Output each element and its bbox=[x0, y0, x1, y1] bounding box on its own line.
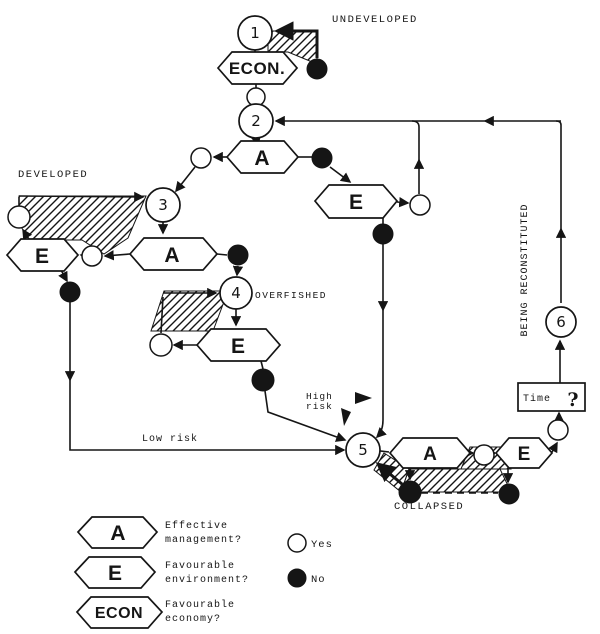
overfished-label: OVERFISHED bbox=[255, 290, 327, 301]
state-node-3 bbox=[145, 187, 181, 223]
legend-econ-text-line2: economy? bbox=[165, 614, 221, 625]
no-dot-e-developed bbox=[59, 281, 81, 303]
being-reconstituted-label: BEING RECONSTITUTED bbox=[520, 203, 531, 336]
a-developed-label: A bbox=[164, 244, 179, 267]
high-risk-label-line1: High bbox=[306, 391, 333, 402]
yes-circle-e-level2 bbox=[409, 194, 431, 216]
legend-a-text-line2: management? bbox=[165, 535, 242, 546]
e-level2-label: E bbox=[349, 191, 363, 214]
legend-yes-circle bbox=[287, 533, 307, 553]
arrow-highrisk-to-node5 bbox=[264, 390, 347, 442]
yes-circle-e-collapsed bbox=[547, 419, 569, 441]
decision-hex-e-overfished bbox=[195, 328, 282, 362]
arrow-yes-to-node3 bbox=[175, 166, 196, 193]
no-dot-a-developed bbox=[227, 244, 249, 266]
legend-hex-e bbox=[73, 556, 157, 589]
state-node-5 bbox=[345, 432, 381, 468]
link-reconstitute-up-2 bbox=[555, 120, 562, 229]
decision-hex-a-level2 bbox=[225, 140, 300, 174]
legend-hex-a-symbol: A bbox=[110, 522, 125, 545]
arrow-no-to-e2 bbox=[329, 166, 352, 183]
legend-hex-econ-symbol: ECON bbox=[95, 605, 143, 622]
yes-circle-a-level2 bbox=[190, 147, 212, 169]
high-risk-label-line2: risk bbox=[306, 401, 333, 412]
arrow-e2-to-yes bbox=[396, 197, 410, 208]
state-node-1 bbox=[237, 15, 273, 51]
arrow-econ-no-loop-to-1 bbox=[274, 21, 319, 58]
decision-hex-e-collapsed bbox=[494, 437, 554, 469]
yes-circles bbox=[7, 87, 569, 466]
legend-e-text-line1: Favourable bbox=[165, 560, 235, 572]
decision-hex-a-developed bbox=[128, 237, 219, 271]
yes-circle-e-developed bbox=[7, 205, 31, 229]
link-e4yes-up bbox=[160, 296, 164, 334]
state-nodes bbox=[145, 15, 577, 468]
node-1-number: 1 bbox=[250, 24, 260, 42]
collapsed-label: COLLAPSED bbox=[394, 501, 464, 513]
risk-marker-triangle-right bbox=[355, 392, 372, 404]
legend-hex-econ bbox=[75, 596, 164, 629]
undeveloped-label: UNDEVELOPED bbox=[332, 14, 418, 26]
legend-a-text-line1: Effective bbox=[165, 520, 228, 532]
state-node-6 bbox=[545, 306, 577, 338]
node-5-number: 5 bbox=[358, 441, 368, 459]
a-level2-label: A bbox=[254, 147, 269, 170]
legend-hex-e-symbol: E bbox=[108, 562, 122, 585]
state-node-2 bbox=[238, 103, 274, 139]
no-dot-e-overfished bbox=[251, 368, 275, 392]
link-e4-no bbox=[260, 360, 264, 370]
arrow-a3no-to-node4 bbox=[232, 265, 244, 277]
arrow-developed-loop-to-3 bbox=[18, 191, 145, 203]
link-a3-no bbox=[216, 253, 228, 256]
yes-circle-a-developed bbox=[81, 245, 103, 267]
arrow-e3-to-yes-up bbox=[22, 228, 33, 241]
no-dot-econ bbox=[306, 58, 328, 80]
node-3-number: 3 bbox=[158, 196, 168, 214]
time-box bbox=[517, 382, 586, 412]
decision-hex-econ bbox=[216, 51, 299, 85]
legend: A Effective management? E Favourable env… bbox=[73, 516, 333, 629]
link-node5-a5 bbox=[379, 450, 390, 453]
no-dot-e-collapsed bbox=[498, 483, 520, 505]
legend-econ-text-line1: Favourable bbox=[165, 599, 235, 611]
no-dot-a-collapsed bbox=[398, 480, 422, 504]
flow-connectors bbox=[18, 21, 567, 494]
a-collapsed-label: A bbox=[423, 444, 437, 465]
legend-e-text-line2: environment? bbox=[165, 574, 249, 586]
state-node-4 bbox=[219, 276, 253, 310]
arrow-lowrisk-to-node5 bbox=[69, 380, 346, 456]
node-6-number: 6 bbox=[556, 313, 566, 331]
decision-hex-a-collapsed bbox=[388, 437, 472, 469]
decision-hex-e-developed bbox=[5, 238, 80, 272]
arrow-a5no-to-node5 bbox=[375, 462, 403, 486]
decision-hex-e-level2 bbox=[313, 184, 399, 219]
developed-label: DEVELOPED bbox=[18, 169, 88, 181]
e-developed-label: E bbox=[35, 245, 49, 268]
arrow-e5-to-yes-up bbox=[548, 441, 558, 454]
legend-yes-label: Yes bbox=[311, 539, 333, 551]
risk-marker-triangle-down bbox=[341, 408, 351, 426]
e-collapsed-label: E bbox=[518, 444, 531, 465]
no-dot-e-level2 bbox=[372, 223, 394, 245]
legend-no-dot bbox=[287, 568, 307, 588]
time-question-mark: ? bbox=[567, 389, 578, 411]
legend-hex-a bbox=[76, 516, 159, 549]
low-risk-label: Low risk bbox=[142, 433, 198, 445]
link-e2yes-join-top bbox=[411, 120, 420, 160]
econ-hex-label: ECON. bbox=[229, 59, 285, 78]
yes-circle-a-collapsed bbox=[473, 444, 495, 466]
no-dots bbox=[59, 58, 520, 505]
arrow-e2no-down-2 bbox=[375, 310, 387, 439]
arrow-a3-to-yes bbox=[103, 250, 131, 261]
legend-no-label: No bbox=[311, 574, 326, 586]
node-2-number: 2 bbox=[251, 112, 261, 130]
time-label: Time bbox=[523, 393, 551, 405]
node-4-number: 4 bbox=[231, 284, 241, 302]
e-overfished-label: E bbox=[231, 335, 245, 358]
no-dot-a-level2 bbox=[311, 147, 333, 169]
yes-circle-e-overfished bbox=[149, 333, 173, 357]
